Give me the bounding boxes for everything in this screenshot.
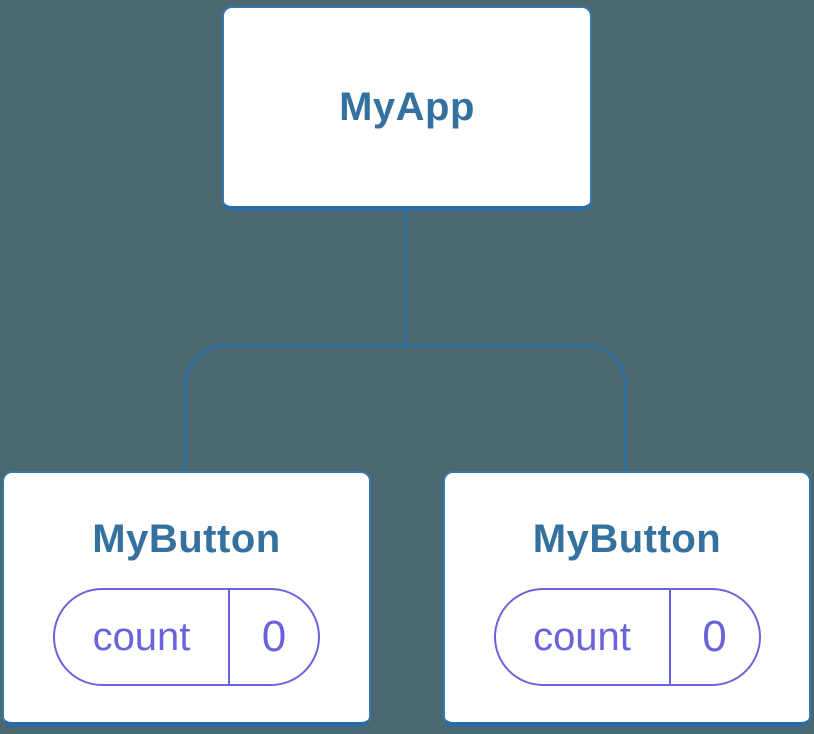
- node-mybutton-2: MyButton count 0: [443, 471, 811, 727]
- tree-connector-stem: [404, 210, 407, 346]
- state-key: count: [496, 590, 671, 684]
- node-label: MyButton: [532, 517, 722, 561]
- tree-connector-bracket: [184, 344, 627, 474]
- state-value: 0: [702, 612, 727, 661]
- node-myapp: MyApp: [222, 6, 592, 211]
- state-value: 0: [261, 612, 287, 661]
- state-badge: count 0: [53, 588, 320, 686]
- node-label: MyApp: [339, 85, 475, 129]
- state-badge: count 0: [493, 588, 761, 686]
- node-label: MyButton: [92, 517, 281, 561]
- state-key: count: [55, 590, 230, 684]
- node-mybutton-1: MyButton count 0: [2, 471, 371, 727]
